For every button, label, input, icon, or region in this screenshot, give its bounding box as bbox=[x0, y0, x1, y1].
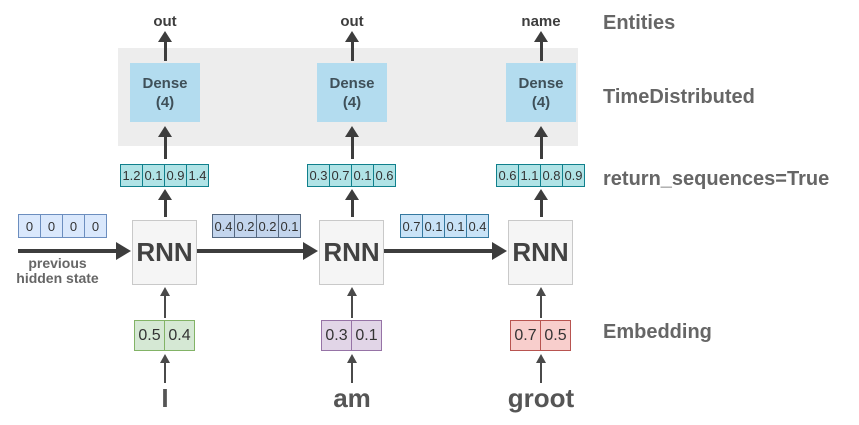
dense-box: Dense (4) bbox=[130, 63, 200, 122]
return-sequence-vector: 0.6 1.1 0.8 0.9 bbox=[496, 164, 585, 187]
embedding-vector: 0.5 0.4 bbox=[134, 320, 195, 351]
word-label: am bbox=[333, 383, 371, 413]
word-label: groot bbox=[507, 383, 575, 413]
vector-cell: 0.1 bbox=[351, 164, 374, 187]
vector-cell: 0 bbox=[18, 214, 41, 238]
dense-box: Dense (4) bbox=[506, 63, 576, 122]
output-label: out bbox=[153, 13, 177, 30]
vector-cell: 0.6 bbox=[496, 164, 519, 187]
timedistributed-label: TimeDistributed bbox=[603, 86, 755, 108]
vector-cell: 0.2 bbox=[234, 214, 257, 238]
return-sequences-label: return_sequences=True bbox=[603, 168, 830, 190]
dense-label: Dense bbox=[518, 74, 564, 92]
rnn-label: RNN bbox=[512, 237, 569, 267]
vector-cell: 0 bbox=[62, 214, 85, 238]
dense-label: Dense bbox=[329, 74, 375, 92]
vector-cell: 0.7 bbox=[329, 164, 352, 187]
dense-box: Dense (4) bbox=[317, 63, 387, 122]
vector-cell: 0.4 bbox=[212, 214, 235, 238]
vector-cell: 0.4 bbox=[164, 320, 195, 351]
rnn-box: RNN bbox=[508, 220, 573, 285]
previous-hidden-state-line2: hidden state bbox=[16, 270, 99, 286]
vector-cell: 0.5 bbox=[134, 320, 165, 351]
previous-hidden-state-label: previous hidden state bbox=[5, 256, 110, 286]
vector-cell: 1.2 bbox=[120, 164, 143, 187]
vector-cell: 0.9 bbox=[164, 164, 187, 187]
rnn-box: RNN bbox=[319, 220, 384, 285]
embedding-label: Embedding bbox=[603, 321, 712, 343]
vector-cell: 0.1 bbox=[142, 164, 165, 187]
vector-cell: 0 bbox=[40, 214, 63, 238]
rnn-label: RNN bbox=[323, 237, 380, 267]
vector-cell: 0.1 bbox=[351, 320, 382, 351]
vector-cell: 0.1 bbox=[422, 214, 445, 238]
hidden-state-vector: 0.7 0.1 0.1 0.4 bbox=[400, 214, 489, 238]
vector-cell: 0.3 bbox=[307, 164, 330, 187]
vector-cell: 0.9 bbox=[562, 164, 585, 187]
dense-units-label: (4) bbox=[531, 93, 551, 111]
entities-label: Entities bbox=[603, 12, 676, 34]
dense-units-label: (4) bbox=[342, 93, 362, 111]
vector-cell: 0.1 bbox=[278, 214, 301, 238]
vector-cell: 1.1 bbox=[518, 164, 541, 187]
vector-cell: 0.6 bbox=[373, 164, 396, 187]
return-sequence-vector: 1.2 0.1 0.9 1.4 bbox=[120, 164, 209, 187]
vector-cell: 0.5 bbox=[540, 320, 571, 351]
vector-cell: 0.3 bbox=[321, 320, 352, 351]
vector-cell: 0.1 bbox=[444, 214, 467, 238]
vector-cell: 0.7 bbox=[400, 214, 423, 238]
embedding-vector: 0.7 0.5 bbox=[510, 320, 571, 351]
rnn-box: RNN bbox=[132, 220, 197, 285]
hidden-state-vector: 0.4 0.2 0.2 0.1 bbox=[212, 214, 301, 238]
rnn-label: RNN bbox=[136, 237, 193, 267]
embedding-vector: 0.3 0.1 bbox=[321, 320, 382, 351]
return-sequence-vector: 0.3 0.7 0.1 0.6 bbox=[307, 164, 396, 187]
hidden-state-vector: 0 0 0 0 bbox=[18, 214, 107, 238]
dense-units-label: (4) bbox=[155, 93, 175, 111]
output-label: out bbox=[340, 13, 364, 30]
vector-cell: 1.4 bbox=[186, 164, 209, 187]
previous-hidden-state-line1: previous bbox=[28, 255, 87, 271]
vector-cell: 0.7 bbox=[510, 320, 541, 351]
vector-cell: 0.8 bbox=[540, 164, 563, 187]
output-label: name bbox=[521, 13, 561, 30]
vector-cell: 0.2 bbox=[256, 214, 279, 238]
dense-label: Dense bbox=[142, 74, 188, 92]
vector-cell: 0.4 bbox=[466, 214, 489, 238]
vector-cell: 0 bbox=[84, 214, 107, 238]
word-label: I bbox=[161, 383, 169, 413]
